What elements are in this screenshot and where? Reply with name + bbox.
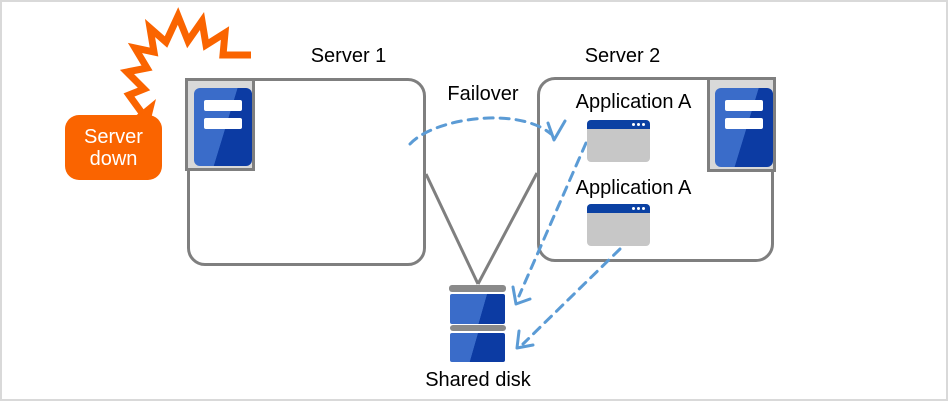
shared-disk-label: Shared disk [425,369,531,391]
shared-disk-icon-platter [450,333,505,362]
app-window-titlebar [587,204,650,213]
server-icon [707,77,776,172]
shared-disk-icon-cap [449,285,506,292]
failover-label: Failover [447,83,519,105]
server-slot-bar [204,100,242,111]
server-down-text-line2: down [89,147,138,170]
server-down-text-line1: Server [84,125,143,148]
server-slot-bar [725,118,763,129]
app-window-icon [587,120,650,162]
server1-disk-connector-line [424,173,480,285]
app-window-dots [632,123,645,126]
app1-disk-arrowhead [511,285,532,306]
server-icon [185,78,255,171]
app-window-dots [632,207,645,210]
app2-disk-access-arrow [521,247,622,346]
application-a-label: Application A [575,177,692,199]
server-slot-bar [725,100,763,111]
shared-disk-icon-cap [450,325,506,331]
server1-label: Server 1 [310,45,387,67]
server-panel [715,88,773,167]
server2-disk-connector-line [476,172,539,285]
shared-disk-icon-platter [450,294,505,324]
failover-arrow [408,116,553,146]
server-panel [194,88,252,166]
server-down-callout: Server down [65,115,162,180]
application-a-label: Application A [575,91,692,113]
server-slot-bar [204,118,242,129]
app-window-icon [587,204,650,246]
server2-label: Server 2 [584,45,661,67]
app-window-titlebar [587,120,650,129]
app2-disk-arrowhead [515,329,535,350]
